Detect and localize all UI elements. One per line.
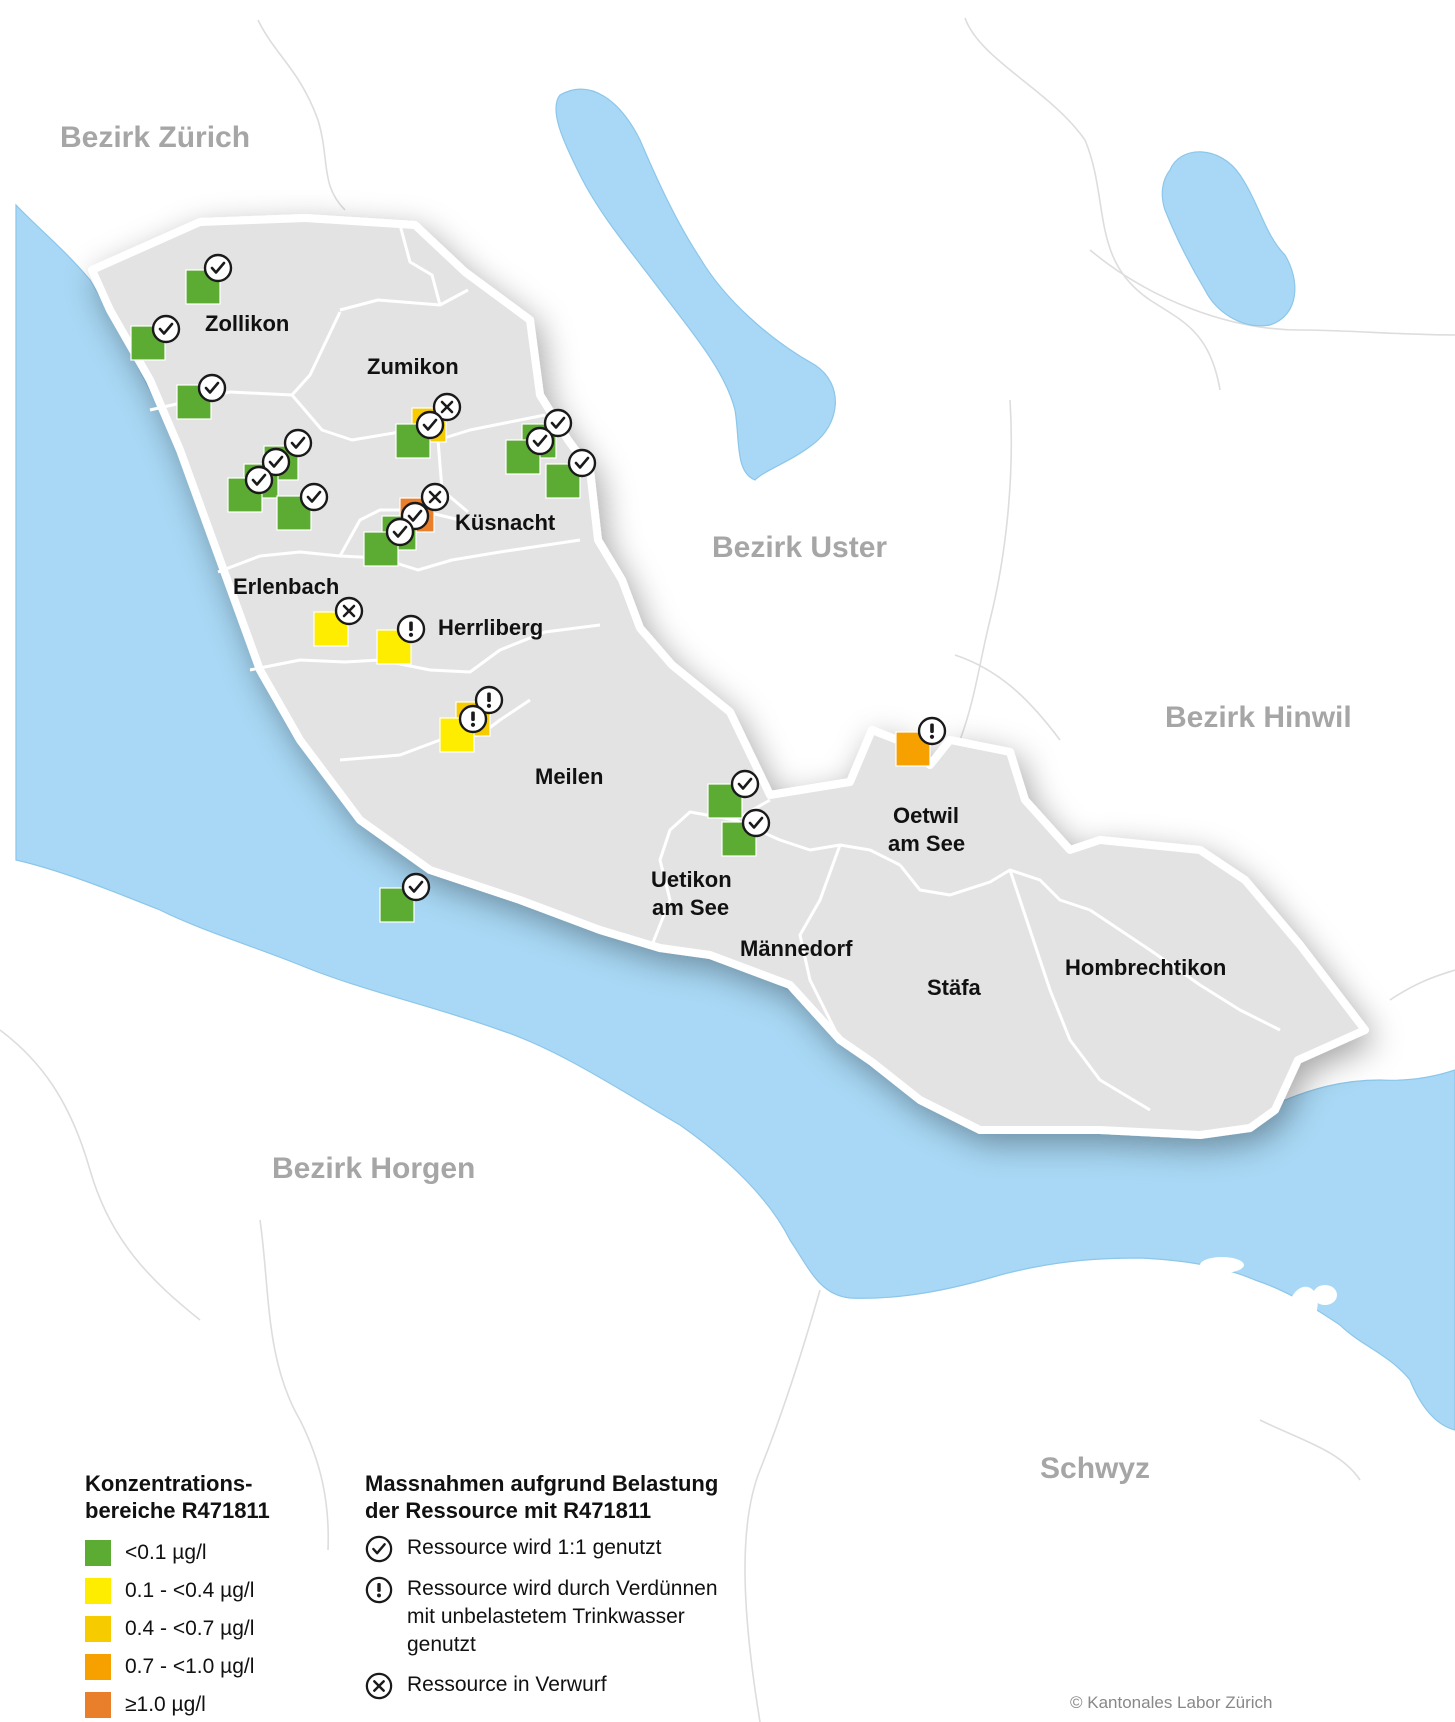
legend-measure-item: Ressource in Verwurf [365, 1671, 718, 1700]
legend-item: 0.1 - <0.4 µg/l [85, 1572, 270, 1610]
marker-cluster-west-3 [227, 465, 274, 513]
label-zumikon: Zumikon [367, 354, 459, 379]
pfaeffikersee-lake [1161, 151, 1296, 327]
label-staefa: Stäfa [927, 975, 982, 1000]
label-hombrechtikon: Hombrechtikon [1065, 955, 1226, 980]
marker-erlenbach-1 [313, 596, 364, 647]
check-circle-icon [283, 428, 313, 458]
check-circle-icon [244, 465, 274, 495]
legend-swatch [85, 1692, 111, 1718]
legend-concentration-title: Konzentrations- bereiche R471811 [85, 1471, 270, 1523]
legend-measure-item: Ressource wird durch Verdünnen mit unbel… [365, 1575, 718, 1659]
exclamation-circle-icon [458, 704, 488, 734]
marker-meilen-2 [439, 704, 488, 753]
check-circle-icon [415, 410, 445, 440]
marker-uetikon-2 [721, 808, 771, 857]
legend-measure-label: Ressource wird durch Verdünnen mit unbel… [407, 1577, 718, 1656]
label-uetikon-line1: Uetikon [651, 867, 732, 892]
lake-islands [985, 1257, 1337, 1370]
check-circle-icon [197, 373, 227, 403]
label-zollikon: Zollikon [205, 311, 289, 336]
marker-cluster-west-4 [276, 482, 329, 531]
legend-label: 0.4 - <0.7 µg/l [125, 1617, 255, 1640]
marker-kuesnacht-3 [363, 517, 415, 567]
legend-measure-label: Ressource in Verwurf [407, 1673, 607, 1696]
cross-circle-icon [420, 482, 450, 512]
neighbour-borders [0, 17, 1455, 1722]
legend-item: 0.7 - <1.0 µg/l [85, 1648, 270, 1686]
copyright-notice: © Kantonales Labor Zürich [1070, 1693, 1273, 1712]
legend-measure-label: Ressource wird 1:1 genutzt [407, 1536, 662, 1559]
cross-circle-icon [334, 596, 364, 626]
label-maennedorf: Männedorf [740, 936, 853, 961]
check-circle-icon [567, 448, 597, 478]
marker-herrliberg-1 [376, 614, 426, 665]
check-circle-icon [730, 769, 760, 799]
exclamation-circle-icon [365, 1576, 393, 1604]
legend-concentration: Konzentrations- bereiche R471811 <0.1 µg… [85, 1470, 270, 1722]
municipality-labels: Zollikon Zumikon Küsnacht Erlenbach Herr… [205, 311, 1226, 1000]
marker-east-2 [505, 426, 555, 475]
marker-zollikon-2 [130, 314, 181, 361]
legend-measures-title: Massnahmen aufgrund Belastung der Ressou… [365, 1471, 719, 1523]
check-circle-icon [151, 314, 181, 344]
legend-label: 0.7 - <1.0 µg/l [125, 1655, 255, 1678]
legend-swatch [85, 1578, 111, 1604]
exclamation-circle-icon [396, 614, 426, 644]
legend-label: 0.1 - <0.4 µg/l [125, 1579, 255, 1602]
label-erlenbach: Erlenbach [233, 574, 339, 599]
label-oetwil-line1: Oetwil [893, 803, 959, 828]
greifensee-lake [555, 88, 836, 481]
label-meilen: Meilen [535, 764, 603, 789]
check-circle-icon [741, 808, 771, 838]
region-label-horgen: Bezirk Horgen [272, 1152, 475, 1185]
check-circle-icon [401, 872, 431, 902]
label-kuesnacht: Küsnacht [455, 510, 556, 535]
marker-lake [379, 872, 431, 923]
region-label-uster: Bezirk Uster [712, 531, 887, 564]
region-labels: Bezirk Zürich Bezirk Uster Bezirk Hinwil… [60, 121, 1352, 1485]
legend-item: <0.1 µg/l [85, 1534, 270, 1572]
check-circle-icon [365, 1535, 393, 1563]
measurement-markers [130, 253, 947, 923]
marker-zumikon-2 [395, 410, 445, 459]
legend-label: ≥1.0 µg/l [125, 1693, 206, 1716]
check-circle-icon [299, 482, 329, 512]
cross-circle-icon [365, 1672, 393, 1700]
marker-zollikon-1 [185, 253, 233, 305]
legend-swatch [85, 1654, 111, 1680]
check-circle-icon [525, 426, 555, 456]
label-herrliberg: Herrliberg [438, 615, 543, 640]
check-circle-icon [385, 517, 415, 547]
legend-item: 0.4 - <0.7 µg/l [85, 1610, 270, 1648]
region-label-schwyz: Schwyz [1040, 1452, 1150, 1485]
legend-swatch [85, 1540, 111, 1566]
exclamation-circle-icon [917, 716, 947, 746]
region-label-hinwil: Bezirk Hinwil [1165, 701, 1352, 734]
legend-item: ≥1.0 µg/l [85, 1686, 270, 1722]
legend-measures: Massnahmen aufgrund Belastung der Ressou… [365, 1470, 718, 1712]
marker-oetwil-1 [895, 716, 947, 767]
marker-east-3 [545, 448, 597, 499]
marker-zollikon-3 [176, 373, 227, 420]
legend-label: <0.1 µg/l [125, 1541, 207, 1564]
marker-uetikon-1 [707, 769, 760, 819]
legend-measure-item: Ressource wird 1:1 genutzt [365, 1534, 718, 1563]
label-uetikon-line2: am See [652, 895, 729, 920]
check-circle-icon [203, 253, 233, 283]
label-oetwil-line2: am See [888, 831, 965, 856]
region-label-zuerich: Bezirk Zürich [60, 121, 250, 154]
legend-swatch [85, 1616, 111, 1642]
